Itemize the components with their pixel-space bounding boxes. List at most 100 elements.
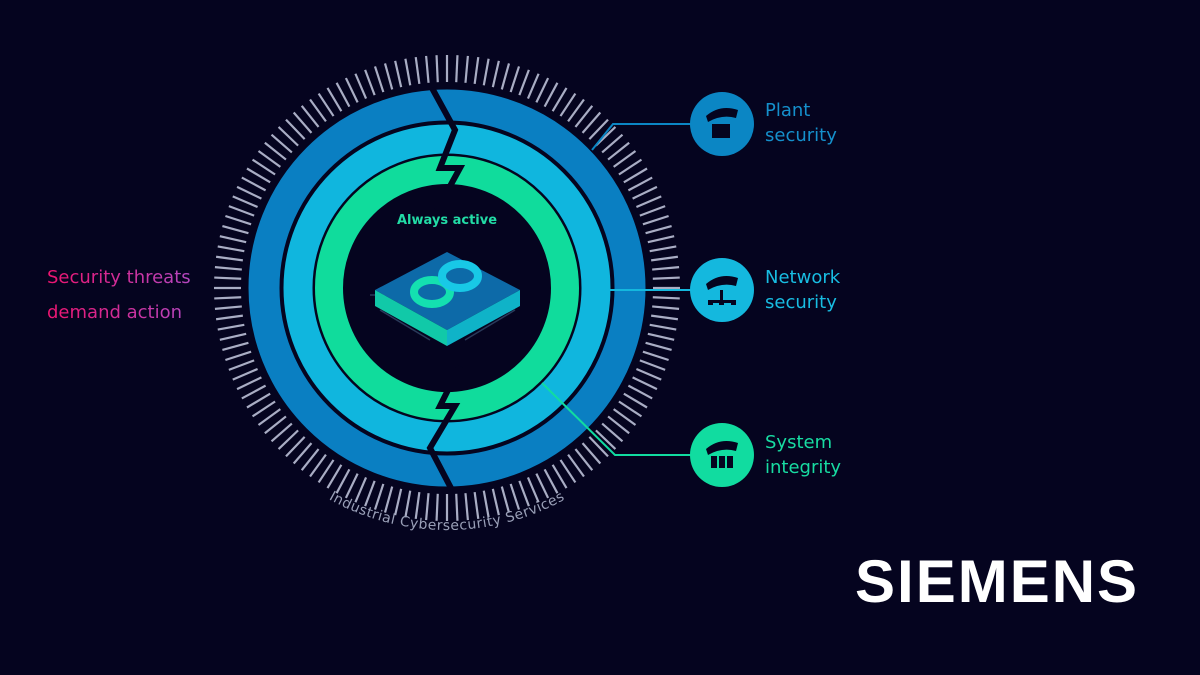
tick-mark xyxy=(335,82,351,108)
tick-mark xyxy=(526,73,540,100)
tick-mark xyxy=(214,266,242,271)
tick-mark xyxy=(228,205,255,217)
tick-mark xyxy=(581,111,602,134)
tick-mark xyxy=(364,480,376,507)
tick-mark xyxy=(551,464,568,489)
tick-mark xyxy=(214,305,242,310)
tick-mark xyxy=(300,105,320,128)
tick-mark xyxy=(394,60,403,88)
headline-line2: demand action xyxy=(47,295,191,330)
tick-mark xyxy=(500,486,511,513)
tick-mark xyxy=(464,55,469,83)
tick-mark xyxy=(588,118,609,140)
tick-mark xyxy=(373,66,385,93)
tick-mark xyxy=(236,185,262,200)
tick-mark xyxy=(219,235,247,244)
tick-mark xyxy=(354,73,368,100)
tick-mark xyxy=(652,266,680,271)
tick-mark xyxy=(639,359,666,371)
tick-mark xyxy=(574,105,594,128)
tick-mark xyxy=(300,448,320,471)
tick-mark xyxy=(225,214,252,226)
tick-mark xyxy=(455,55,459,83)
tick-mark xyxy=(425,493,430,521)
tick-mark xyxy=(639,205,666,217)
tick-mark xyxy=(649,323,677,331)
headline: Security threats demand action xyxy=(47,260,191,330)
tick-mark xyxy=(567,454,585,478)
tick-mark xyxy=(650,314,679,321)
pillar-system-integrity-badge[interactable] xyxy=(690,423,754,487)
tick-mark xyxy=(500,63,511,90)
tick-mark xyxy=(326,464,343,489)
pillar-label-line2: security xyxy=(765,125,837,146)
pillar-network-security-badge[interactable] xyxy=(690,258,754,322)
tick-mark xyxy=(215,314,244,321)
tick-mark xyxy=(335,468,351,494)
tick-mark xyxy=(581,442,602,465)
pillar-label-line1: Network xyxy=(765,267,841,288)
tick-mark xyxy=(414,56,421,85)
tick-mark xyxy=(251,158,276,176)
tick-mark xyxy=(574,448,594,471)
tick-mark xyxy=(232,367,259,381)
tick-mark xyxy=(642,214,669,226)
tick-mark xyxy=(647,332,675,341)
tick-mark xyxy=(518,480,530,507)
pillar-network-security-label[interactable]: Network security xyxy=(765,265,840,315)
tick-mark xyxy=(635,367,662,381)
tick-mark xyxy=(535,77,550,103)
tick-mark xyxy=(652,296,680,300)
tick-mark xyxy=(601,133,624,154)
tick-mark xyxy=(652,305,680,310)
tick-mark xyxy=(309,98,327,122)
tick-mark xyxy=(618,158,643,176)
infinity-chip-icon xyxy=(370,252,520,346)
tick-mark xyxy=(219,332,247,341)
tick-mark xyxy=(650,255,679,262)
connector-plant xyxy=(591,123,692,151)
tick-mark xyxy=(482,58,490,86)
tick-mark xyxy=(509,483,521,510)
middle-ring-network-security xyxy=(283,124,611,452)
tick-mark xyxy=(246,392,271,409)
tick-mark xyxy=(222,224,249,235)
tick-mark xyxy=(344,77,359,103)
tick-mark xyxy=(455,493,459,521)
tick-mark xyxy=(270,422,293,443)
tick-mark xyxy=(567,98,585,122)
tick-mark xyxy=(635,195,662,209)
tick-mark xyxy=(607,141,630,161)
tick-mark xyxy=(435,55,439,83)
tick-mark xyxy=(214,276,242,280)
pillar-label-line1: Plant xyxy=(765,100,811,121)
tick-mark xyxy=(404,58,412,86)
pillar-plant-security-badge[interactable] xyxy=(690,92,754,156)
pillar-label-line2: integrity xyxy=(765,457,842,478)
tick-mark xyxy=(464,493,469,521)
tick-mark xyxy=(588,436,609,458)
tick-mark xyxy=(435,493,439,521)
tick-mark xyxy=(264,415,287,435)
tick-mark xyxy=(607,415,630,435)
tick-mark xyxy=(623,392,648,409)
tick-mark xyxy=(277,429,299,450)
system-shield-icon xyxy=(706,441,738,468)
tick-mark xyxy=(270,133,293,154)
pillar-label-line1: System xyxy=(765,432,833,453)
pillar-system-integrity-label[interactable]: System integrity xyxy=(765,430,841,480)
tick-mark xyxy=(518,69,530,96)
pillar-plant-security-label[interactable]: Plant security xyxy=(765,98,837,148)
tick-mark xyxy=(491,60,500,88)
tick-mark xyxy=(246,167,271,184)
tick-mark xyxy=(214,296,242,300)
tick-mark xyxy=(645,224,672,235)
tick-mark xyxy=(285,118,306,140)
connector-system xyxy=(541,382,692,456)
network-shield-icon xyxy=(706,276,738,305)
tick-mark xyxy=(632,185,658,200)
center-label: Always active xyxy=(397,213,497,228)
tick-mark xyxy=(535,473,550,499)
tick-mark xyxy=(277,126,299,147)
tick-mark xyxy=(613,150,637,168)
